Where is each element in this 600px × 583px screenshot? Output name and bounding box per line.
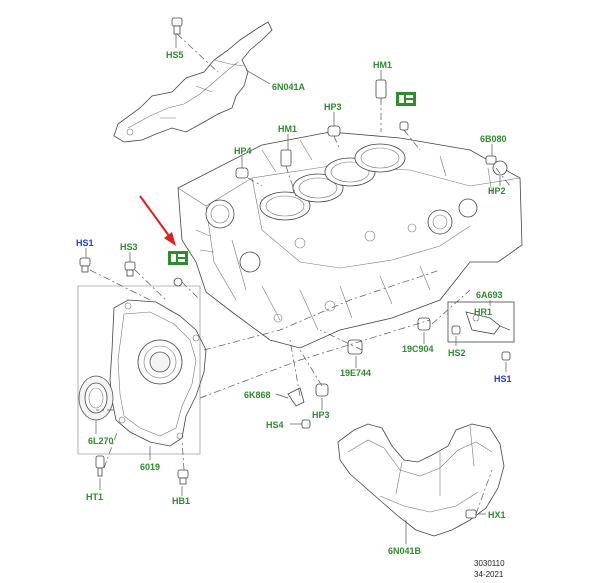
- small-parts: [79, 17, 511, 519]
- label-hp2: HP2: [488, 186, 506, 196]
- label-hm1-top: HM1: [373, 60, 392, 70]
- label-hs4: HS4: [266, 420, 284, 430]
- label-6n041b: 6N041B: [388, 546, 422, 556]
- label-19c904: 19C904: [402, 344, 434, 354]
- sensor-box: [447, 301, 515, 343]
- seal-kit-icon: [396, 92, 416, 106]
- assembly-lines: [77, 33, 511, 515]
- label-hs5: HS5: [166, 50, 184, 60]
- label-6n041a: 6N041A: [272, 82, 306, 92]
- engine-block: [177, 131, 523, 349]
- label-19e744: 19E744: [340, 368, 371, 378]
- label-hr1: HR1: [474, 307, 492, 317]
- reference-line-1: 3030110: [474, 559, 505, 568]
- reference-line-2: 34-2021: [474, 570, 504, 579]
- label-hm1-mid: HM1: [278, 124, 297, 134]
- label-hs1-right: HS1: [494, 374, 512, 384]
- label-6b080: 6B080: [480, 134, 507, 144]
- crankshaft-seal: [78, 375, 114, 421]
- label-hx1: HX1: [488, 510, 506, 520]
- label-6l270: 6L270: [88, 436, 114, 446]
- front-cover: [109, 299, 207, 447]
- lower-heat-shield: [337, 423, 505, 537]
- upper-heat-shield: [113, 21, 273, 143]
- seal-kit-icon: [168, 251, 188, 265]
- part-labels: HS5 6N041A HM1 HP3 HM1 HP4 6B080 HP2 HS1…: [76, 50, 512, 556]
- label-hb1: HB1: [172, 496, 190, 506]
- red-arrow-pointer: [139, 195, 176, 246]
- label-hp4: HP4: [234, 146, 252, 156]
- label-6a693: 6A693: [476, 290, 503, 300]
- label-hs2: HS2: [448, 348, 466, 358]
- label-6019: 6019: [140, 462, 160, 472]
- label-6k868: 6K868: [244, 390, 271, 400]
- reference-number: 3030110 34-2021: [474, 559, 505, 579]
- label-ht1: HT1: [86, 492, 103, 502]
- label-hs3: HS3: [120, 242, 138, 252]
- label-hp3-bottom: HP3: [312, 410, 330, 420]
- leader-lines: [85, 34, 507, 544]
- label-hs1-left: HS1: [76, 238, 94, 248]
- label-hp3-top: HP3: [324, 102, 342, 112]
